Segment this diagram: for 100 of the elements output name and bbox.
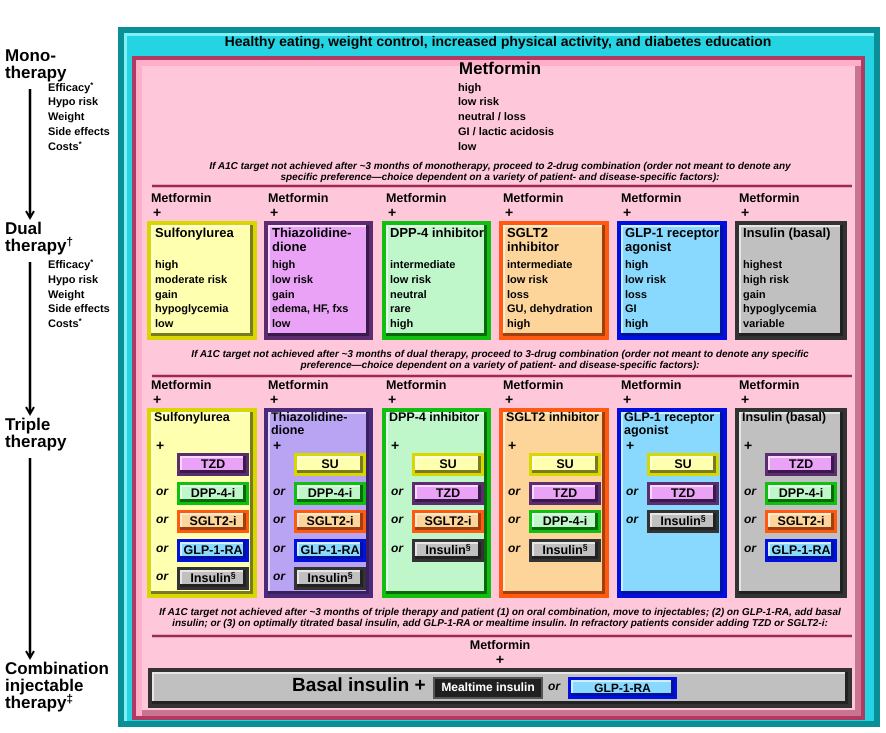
table-value: high: [390, 318, 414, 330]
drug-card: [264, 221, 373, 340]
drug-title: Sulfonylurea: [155, 226, 235, 240]
or-text: or: [156, 570, 168, 584]
or-text: or: [391, 513, 403, 526]
arrow: [25, 458, 35, 659]
drug-chip: TZD: [529, 482, 601, 504]
stage-label: Dual therapy$^{†}$: [5, 220, 85, 260]
drug-chip: DPP-4-i: [177, 482, 249, 504]
table-value: high: [155, 259, 180, 272]
drug-title: DPP-4 inhibitor: [390, 226, 485, 240]
table-value: high: [625, 259, 650, 272]
drug-chip: TZD: [412, 482, 484, 504]
or-text: or: [273, 570, 285, 584]
drug-label: Metformin: [621, 379, 682, 393]
note-text: If A1C target not achieved after ~3 months of triple therapy and patient (1) on oral combination, move to injectables; (2) on GLP-1-RA, add basal insulin; or (3) on optimally titrated basal insulin, add GLP-1-RA or mealtime insulin. In refractory patients consider adding TZD or SGLT2-i:: [158, 607, 842, 629]
plus-sign: +: [508, 438, 516, 454]
drug-card: [382, 408, 491, 598]
drug-chip: GLP-1-RA: [765, 538, 837, 562]
table-value: low risk: [458, 96, 500, 108]
or-text: or: [626, 484, 638, 498]
or-text: or: [508, 542, 520, 555]
drug-card: [617, 221, 727, 340]
arrow: [25, 262, 35, 415]
drug-card: [264, 408, 373, 598]
arrow: [25, 89, 35, 219]
table-value: edema, HF, fxs: [272, 303, 350, 316]
drug-chip: SU: [294, 453, 366, 476]
plus-sign: +: [741, 205, 750, 220]
drug-label: Metformin: [386, 379, 448, 393]
drug-label: Metformin: [151, 379, 212, 393]
drug-chip: Insulin$^{§}$: [294, 567, 366, 590]
drug-card: [735, 408, 847, 598]
drug-label: Metformin: [151, 192, 212, 206]
table-value: variable: [743, 318, 786, 330]
drug-title: Insulin (basal): [743, 226, 832, 240]
drug-label: Metformin: [739, 192, 800, 206]
drug-chip: DPP-4-i: [529, 510, 601, 533]
bar-title: Basal insulin +: [292, 676, 427, 697]
table-value: gain: [272, 289, 296, 302]
drug-title: Thiazolidine-dione: [271, 411, 348, 438]
or-text: or: [156, 484, 168, 498]
drug-chip: Insulin$^{§}$: [647, 510, 719, 533]
or-text: or: [156, 513, 168, 526]
table-value: loss: [625, 289, 648, 302]
or-text: or: [391, 542, 403, 555]
drug-title: SGLT2 inhibitor: [506, 411, 600, 424]
or-text: or: [744, 513, 756, 526]
drug-chip: TZD: [765, 453, 837, 476]
drug-chip: Mealtime insulin: [433, 677, 543, 699]
table-value: intermediate: [390, 259, 456, 272]
table-value: moderate risk: [155, 274, 228, 286]
drug-card: [147, 221, 257, 340]
table-value: low risk: [390, 274, 432, 286]
drug-chip: SU: [412, 453, 484, 476]
drug-chip: DPP-4-i: [294, 482, 366, 504]
drug-card: [147, 408, 257, 598]
or-text: or: [273, 542, 285, 555]
drug-label: Metformin: [468, 639, 532, 653]
drug-card: [499, 221, 609, 340]
drug-label: Metformin: [386, 192, 448, 206]
table-value: high: [507, 318, 532, 330]
plus-sign: +: [505, 205, 514, 220]
drug-title: GLP-1 receptor agonist: [625, 226, 720, 255]
plus-sign: +: [623, 392, 632, 408]
table-value: hypoglycemia: [743, 303, 818, 316]
injectable-bar: [148, 668, 852, 708]
plus-sign: +: [388, 205, 396, 220]
plus-sign: +: [153, 205, 162, 220]
plus-sign: +: [505, 392, 514, 408]
plus-sign: +: [741, 392, 750, 408]
table-value: high risk: [743, 274, 790, 286]
table-value: rare: [390, 303, 412, 316]
drug-chip: SGLT2-i: [177, 510, 249, 533]
row-label: Hypo risk: [48, 274, 100, 286]
drug-title: DPP-4 inhibitor: [389, 411, 480, 424]
or-text: or: [548, 680, 560, 694]
note-text: If A1C target not achieved after ~3 months of dual therapy, proceed to 3-drug combination (order not meant to denote any specific preference—choice dependent on a variety of patient- and disease-specific factors):: [190, 349, 810, 371]
panel-heading: Healthy eating, weight control, increased physical activity, and diabetes education: [224, 34, 772, 50]
drug-chip: SU: [647, 453, 719, 476]
table-value: highest: [743, 259, 784, 272]
table-value: low risk: [625, 274, 667, 286]
plus-sign: +: [156, 438, 164, 454]
plus-sign: +: [153, 392, 162, 408]
table-value: GI: [625, 303, 638, 316]
or-text: or: [626, 513, 638, 526]
plus-sign: +: [626, 438, 634, 454]
drug-label: Metformin: [268, 192, 330, 206]
table-value: low: [458, 141, 478, 154]
drug-title: GLP-1 receptor agonist: [624, 411, 716, 438]
table-value: low risk: [272, 274, 314, 286]
plus-sign: +: [744, 438, 752, 454]
drug-title: Metformin: [458, 60, 542, 79]
drug-label: Metformin: [268, 379, 330, 393]
drug-label: Metformin: [621, 192, 682, 206]
table-value: low risk: [507, 274, 549, 286]
plus-sign: +: [270, 392, 278, 408]
drug-chip: TZD: [647, 482, 719, 504]
row-label: Weight: [48, 111, 86, 124]
plus-sign: +: [391, 438, 400, 454]
